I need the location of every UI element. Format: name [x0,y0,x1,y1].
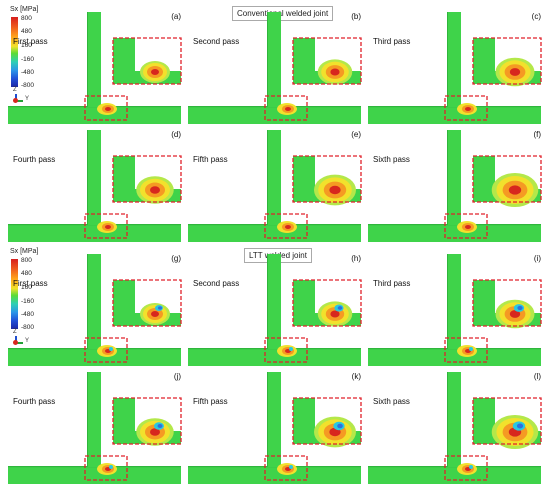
legend-conventional: Sx [MPa] 800 480 160 -160 -480 -800 Z Y [10,6,70,103]
legend-tick: -480 [21,311,35,318]
legend-tick: -480 [21,69,35,76]
pass-label: Third pass [373,279,411,288]
pass-label: Second pass [193,37,240,46]
legend-tick: 800 [21,257,32,264]
legend-tick: 160 [21,284,32,291]
pass-label: First pass [13,37,48,46]
pass-label: Fifth pass [193,397,228,406]
contour-plot [188,130,362,242]
axis-y-label: Y [25,338,30,344]
coordinate-axes-icon: Z Y [12,329,32,347]
stress-contour-panel: (l) Sixth pass [365,370,543,488]
legend-title: Sx [MPa] [10,248,39,255]
legend-tick: 800 [21,15,32,22]
legend-ltt: Sx [MPa] 800 480 160 -160 -480 -800 Z Y [10,248,70,345]
pass-label: Sixth pass [373,155,410,164]
stress-contour-panel: (b) Second pass [185,10,363,128]
panel-label: (e) [351,130,361,139]
stress-contour-panel: (i) Third pass [365,252,543,370]
legend-tick: -160 [21,298,35,305]
stress-contour-panel: (k) Fifth pass [185,370,363,488]
section-title-conventional: Conventional welded joint [232,6,334,21]
legend-colorbar [11,17,18,87]
stress-contour-panel: (a) First pass [5,10,183,128]
panel-label: (h) [351,254,361,263]
pass-label: Second pass [193,279,240,288]
stress-contour-panel: (c) Third pass [365,10,543,128]
stress-contour-panel: (e) Fifth pass [185,128,363,246]
panel-label: (j) [173,372,181,381]
coordinate-axes-icon: Z Y [12,87,32,105]
pass-label: Sixth pass [373,397,410,406]
pass-label: Fourth pass [13,397,56,406]
legend-tick: -800 [21,82,35,89]
pass-label: First pass [13,279,48,288]
panel-label: (d) [171,130,181,139]
stress-contour-panel: (j) Fourth pass [5,370,183,488]
panel-label: (f) [533,130,541,139]
legend-tick: -800 [21,324,35,331]
contour-plot [368,130,542,242]
contour-plot [188,372,362,484]
panel-label: (g) [171,254,181,263]
contour-plot [8,12,182,124]
panel-label: (l) [533,372,541,381]
panel-label: (c) [531,12,541,21]
contour-plot [8,372,182,484]
contour-plot [188,254,362,366]
legend-title: Sx [MPa] [10,6,39,13]
pass-label: Third pass [373,37,411,46]
panel-label: (i) [533,254,541,263]
contour-plot [8,130,182,242]
contour-plot [188,12,362,124]
contour-plot [368,372,542,484]
axis-z-label: Z [13,329,17,335]
axis-y-label: Y [25,96,30,102]
legend-colorbar [11,259,18,329]
contour-plot [368,12,542,124]
pass-label: Fourth pass [13,155,56,164]
contour-plot [8,254,182,366]
axis-z-label: Z [13,87,17,93]
stress-contour-panel: (f) Sixth pass [365,128,543,246]
legend-tick: 480 [21,28,32,35]
panel-label: (b) [351,12,361,21]
panel-label: (a) [171,12,181,21]
stress-contour-panel: (d) Fourth pass [5,128,183,246]
contour-plot [368,254,542,366]
legend-tick: -160 [21,56,35,63]
pass-label: Fifth pass [193,155,228,164]
stress-contour-panel: (h) Second pass [185,252,363,370]
stress-contour-panel: (g) First pass [5,252,183,370]
legend-tick: 160 [21,42,32,49]
legend-tick: 480 [21,270,32,277]
panel-label: (k) [351,372,361,381]
